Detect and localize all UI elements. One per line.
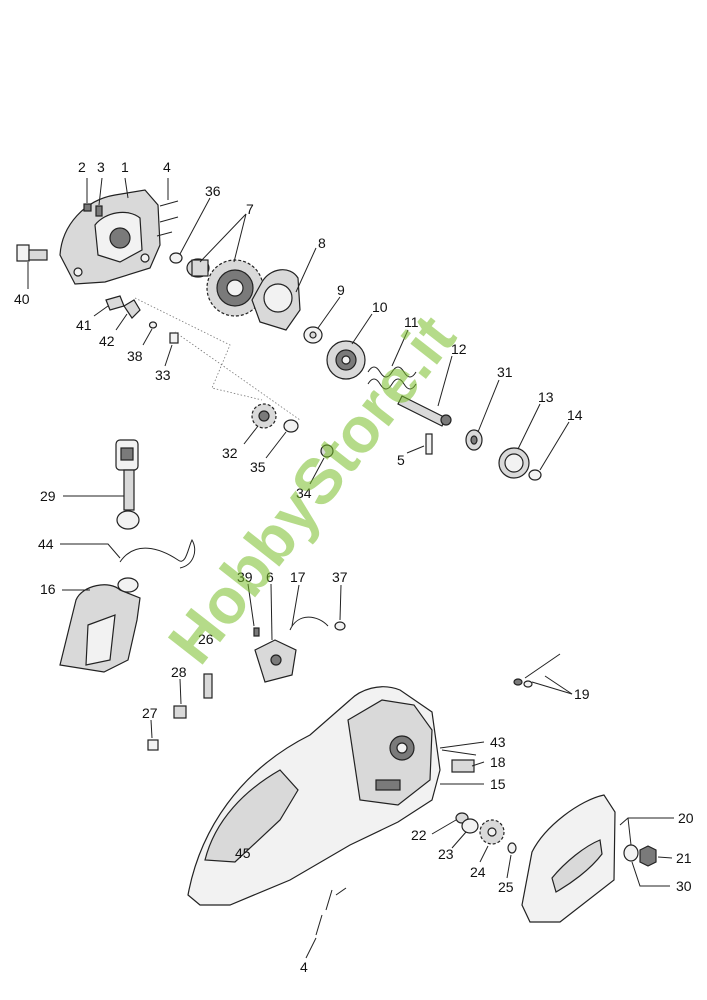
part-33-screw <box>169 332 179 344</box>
callout-35: 35 <box>250 459 266 475</box>
part-23-washer <box>461 818 479 834</box>
callout-13: 13 <box>538 389 554 405</box>
part-3-screw <box>95 205 103 217</box>
callout-9: 9 <box>337 282 345 298</box>
part-14-ring <box>528 469 542 481</box>
callout-38: 38 <box>127 348 143 364</box>
callout-8: 8 <box>318 235 326 251</box>
part-38-washer <box>148 321 158 329</box>
callout-25: 25 <box>498 879 514 895</box>
callout-27: 27 <box>142 705 158 721</box>
part-7-drive-gear <box>206 259 264 317</box>
callout-11: 11 <box>404 314 419 330</box>
part-1-gear-cover <box>59 189 161 285</box>
part-16-oil-tank <box>59 577 141 673</box>
callout-39: 39 <box>237 569 253 585</box>
callout-1: 1 <box>121 159 129 175</box>
callout-17: 17 <box>290 569 306 585</box>
part-39-screw <box>253 627 260 637</box>
callout-3: 3 <box>97 159 105 175</box>
callout-45: 45 <box>235 845 251 861</box>
part-13-cap <box>498 447 530 479</box>
part-6-oil-pump <box>254 639 297 683</box>
callout-26: 26 <box>198 631 214 647</box>
part-27-screw <box>147 739 159 751</box>
part-34-nut <box>320 444 334 458</box>
part-7-gear-bushing <box>186 258 210 278</box>
callout-7: 7 <box>246 201 254 217</box>
callout-15: 15 <box>490 776 506 792</box>
part-17-hose <box>289 616 329 631</box>
part-42-clip <box>123 299 141 319</box>
callout-14: 14 <box>567 407 583 423</box>
callout-30: 30 <box>676 878 692 894</box>
part-8-plate <box>251 269 301 331</box>
part-35-washer <box>283 419 299 433</box>
part-18-tensioner <box>451 759 475 773</box>
callout-31: 31 <box>497 364 513 380</box>
callout-5: 5 <box>397 452 405 468</box>
callout-labels: 2 3 1 4 36 7 8 9 10 11 12 31 13 14 40 41… <box>14 159 694 975</box>
leader-lines <box>27 177 674 959</box>
callout-6: 6 <box>266 569 274 585</box>
part-9-washer <box>303 326 323 344</box>
part-30-washer <box>623 844 639 862</box>
callout-16: 16 <box>40 581 56 597</box>
callout-41: 41 <box>76 317 92 333</box>
callout-4-top: 4 <box>163 159 171 175</box>
part-5-pin <box>425 433 433 455</box>
callout-40: 40 <box>14 291 30 307</box>
callout-20: 20 <box>678 810 694 826</box>
callout-44: 44 <box>38 536 54 552</box>
callout-36: 36 <box>205 183 221 199</box>
part-2-screw <box>83 203 92 212</box>
watermark-text: HobbyStore.it <box>154 302 469 677</box>
part-12-shaft <box>397 395 452 427</box>
part-40-clip <box>16 244 48 262</box>
part-36-washer <box>169 252 183 264</box>
callout-43: 43 <box>490 734 506 750</box>
callout-29: 29 <box>40 488 56 504</box>
callout-24: 24 <box>470 864 486 880</box>
part-44-hose <box>119 538 196 569</box>
part-29-pickup-line <box>115 439 140 530</box>
part-11-spring <box>367 366 417 390</box>
callout-10: 10 <box>372 299 388 315</box>
part-4-screws-top <box>156 200 179 237</box>
callout-22: 22 <box>411 827 427 843</box>
part-4-screws-bottom <box>315 887 347 936</box>
part-32-pinion <box>251 403 277 429</box>
callout-42: 42 <box>99 333 115 349</box>
callout-12: 12 <box>451 341 467 357</box>
part-21-nut <box>639 845 657 867</box>
part-31-worm-gear <box>465 429 483 451</box>
assembly-reference-lines <box>134 297 301 421</box>
part-19-pins <box>513 653 561 688</box>
callout-19: 19 <box>574 686 590 702</box>
part-20-cover <box>521 794 616 923</box>
callout-4-bottom: 4 <box>300 959 308 975</box>
callout-28: 28 <box>171 664 187 680</box>
callout-23: 23 <box>438 846 454 862</box>
callout-32: 32 <box>222 445 238 461</box>
callout-33: 33 <box>155 367 171 383</box>
part-37-clip <box>334 621 346 631</box>
part-28-spring <box>173 705 187 719</box>
part-45-housing <box>187 686 441 906</box>
part-41-bracket <box>105 295 125 311</box>
part-43-stud <box>441 749 477 756</box>
part-10-drum <box>326 340 366 380</box>
part-24-sprocket <box>479 819 505 845</box>
callout-34: 34 <box>296 485 312 501</box>
callout-18: 18 <box>490 754 506 770</box>
part-26-fitting <box>203 673 213 699</box>
callout-37: 37 <box>332 569 348 585</box>
part-25-clip <box>507 842 517 854</box>
callout-2: 2 <box>78 159 86 175</box>
callout-21: 21 <box>676 850 692 866</box>
